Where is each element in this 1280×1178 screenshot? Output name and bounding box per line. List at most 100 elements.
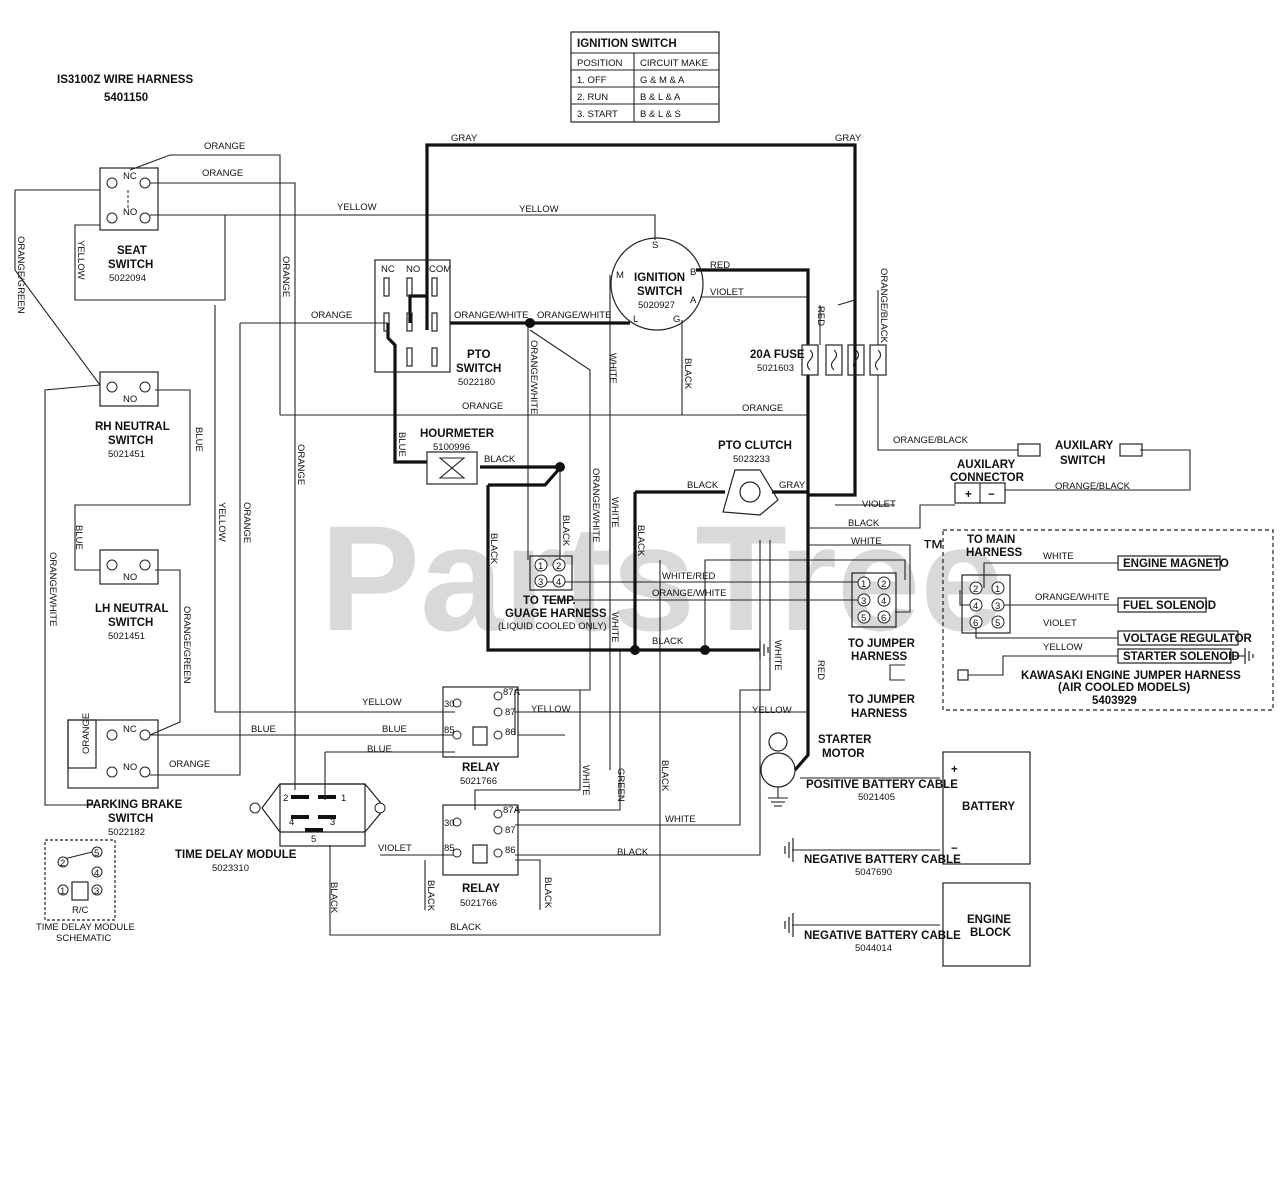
engine-block: ENGINE BLOCK xyxy=(942,882,1031,967)
svg-text:VIOLET: VIOLET xyxy=(1043,618,1077,629)
svg-text:ORANGE/WHITE: ORANGE/WHITE xyxy=(454,310,528,321)
svg-text:ORANGE: ORANGE xyxy=(462,401,503,412)
svg-text:ORANGE: ORANGE xyxy=(81,713,92,754)
kawasaki-target: FUEL SOLENOID xyxy=(1123,600,1216,612)
rh-neutral-part: 5021451 xyxy=(108,449,145,460)
svg-text:ORANGE/BLACK: ORANGE/BLACK xyxy=(893,435,969,446)
jumper2-label: HARNESS xyxy=(851,708,908,720)
ignition-table-cell: 2. RUN xyxy=(577,92,608,103)
pto-clutch-part: 5023233 xyxy=(733,454,770,465)
svg-text:GRAY: GRAY xyxy=(779,480,806,491)
svg-text:2: 2 xyxy=(283,793,288,804)
temp-harness-note: (LIQUID COOLED ONLY) xyxy=(498,621,607,632)
ignition-table-header: CIRCUIT MAKE xyxy=(640,58,708,69)
svg-text:87: 87 xyxy=(505,825,516,836)
svg-text:GREEN: GREEN xyxy=(615,768,626,802)
ignition-table-cell: G & M & A xyxy=(640,75,685,86)
svg-text:WHITE: WHITE xyxy=(1043,551,1074,562)
starter-motor: STARTER MOTOR xyxy=(760,732,872,807)
svg-text:3: 3 xyxy=(94,886,99,897)
svg-text:BLUE: BLUE xyxy=(193,427,204,452)
jumper-harness-plug: TO JUMPER HARNESS xyxy=(848,664,916,720)
hourmeter-label: HOURMETER xyxy=(420,428,495,440)
svg-text:VIOLET: VIOLET xyxy=(378,843,412,854)
ignition-table-title: IGNITION SWITCH xyxy=(577,38,677,50)
jumper-label: TO JUMPER xyxy=(848,638,916,650)
svg-text:ORANGE: ORANGE xyxy=(280,256,291,297)
ignition-table-header: POSITION xyxy=(577,58,623,69)
aux-switch-label: SWITCH xyxy=(1060,455,1105,467)
svg-text:WHITE: WHITE xyxy=(609,497,620,528)
svg-text:NO: NO xyxy=(123,572,137,583)
time-delay-label: TIME DELAY MODULE xyxy=(175,849,297,861)
svg-text:VIOLET: VIOLET xyxy=(710,287,744,298)
svg-text:ORANGE/WHITE: ORANGE/WHITE xyxy=(537,310,611,321)
svg-text:NC: NC xyxy=(123,724,137,735)
svg-text:ORANGE/WHITE: ORANGE/WHITE xyxy=(1035,592,1109,603)
pto-switch-part: 5022180 xyxy=(458,377,495,388)
svg-text:YELLOW: YELLOW xyxy=(752,705,792,716)
svg-text:3: 3 xyxy=(995,601,1000,612)
thick-wires xyxy=(386,143,857,772)
relay-lower-part: 5021766 xyxy=(460,898,497,909)
svg-text:4: 4 xyxy=(556,577,561,588)
svg-text:YELLOW: YELLOW xyxy=(75,240,86,280)
jumper2-label: TO JUMPER xyxy=(848,694,916,706)
svg-text:30: 30 xyxy=(444,818,455,829)
relay-upper: 30 87A 87 85 86 RELAY 5021766 xyxy=(442,686,521,787)
svg-text:6: 6 xyxy=(881,613,886,624)
svg-text:BLUE: BLUE xyxy=(382,724,407,735)
parking-brake-label: SWITCH xyxy=(108,813,153,825)
svg-text:−: − xyxy=(988,489,995,501)
lh-neutral-switch: NO LH NEUTRAL SWITCH 5021451 xyxy=(95,549,168,642)
svg-text:M: M xyxy=(616,270,624,281)
starter-label: STARTER xyxy=(818,734,872,746)
starter-label: MOTOR xyxy=(822,748,865,760)
neg-cable-2-label: NEGATIVE BATTERY CABLE xyxy=(804,930,961,942)
neg-cable-1-part: 5047690 xyxy=(855,867,892,878)
temp-gauge-connector: 1 2 3 4 TO TEMP. GUAGE HARNESS (LIQUID C… xyxy=(498,555,607,632)
aux-connector-label: AUXILARY xyxy=(957,459,1016,471)
svg-text:B: B xyxy=(690,267,696,278)
svg-text:YELLOW: YELLOW xyxy=(362,697,402,708)
to-main-label: HARNESS xyxy=(966,547,1023,559)
thin-wires xyxy=(14,154,1191,936)
parking-brake-switch: ORANGE NC NO PARKING BRAKE SWITCH 502218… xyxy=(67,713,183,838)
svg-text:NO: NO xyxy=(123,207,137,218)
svg-text:6: 6 xyxy=(973,618,978,629)
svg-text:ORANGE/BLACK: ORANGE/BLACK xyxy=(878,268,889,344)
ignition-switch: S M B A L G IGNITION SWITCH 5020927 xyxy=(610,237,704,331)
ignition-table-cell: B & L & S xyxy=(640,109,681,120)
svg-text:4: 4 xyxy=(973,601,978,612)
svg-text:+: + xyxy=(951,764,958,776)
temp-harness-label: TO TEMP. xyxy=(523,595,576,607)
kawasaki-jumper-harness: TO MAIN HARNESS 2 1 4 3 6 5 ENGINE MAGNE… xyxy=(942,529,1274,711)
svg-text:RED: RED xyxy=(815,660,826,680)
relay-lower-label: RELAY xyxy=(462,883,500,895)
engine-block-label: ENGINE xyxy=(967,914,1011,926)
svg-text:3: 3 xyxy=(538,577,543,588)
svg-text:ORANGE/GREEN: ORANGE/GREEN xyxy=(181,606,192,684)
fuse-block: 20A FUSE 5021603 xyxy=(750,344,887,376)
harness-title: IS3100Z WIRE HARNESS xyxy=(57,74,193,86)
temp-harness-label: GUAGE HARNESS xyxy=(505,608,607,620)
svg-text:BLACK: BLACK xyxy=(682,358,693,390)
ignition-switch-label: IGNITION xyxy=(634,272,685,284)
svg-text:NO: NO xyxy=(123,762,137,773)
svg-text:5: 5 xyxy=(94,848,99,859)
watermark-tm: ™ xyxy=(922,535,944,560)
svg-text:30: 30 xyxy=(444,699,455,710)
pto-switch-label: PTO xyxy=(467,349,490,361)
fuse-part: 5021603 xyxy=(757,363,794,374)
svg-text:2: 2 xyxy=(556,561,561,572)
svg-text:ORANGE/WHITE: ORANGE/WHITE xyxy=(528,340,539,414)
svg-text:86: 86 xyxy=(505,845,516,856)
svg-text:BLUE: BLUE xyxy=(396,432,407,457)
svg-text:BLACK: BLACK xyxy=(635,525,646,557)
svg-text:ORANGE/WHITE: ORANGE/WHITE xyxy=(47,552,58,626)
lh-neutral-label: LH NEUTRAL xyxy=(95,603,168,615)
svg-text:5: 5 xyxy=(995,618,1000,629)
svg-text:ORANGE/GREEN: ORANGE/GREEN xyxy=(15,236,26,314)
pto-switch-label: SWITCH xyxy=(456,363,501,375)
